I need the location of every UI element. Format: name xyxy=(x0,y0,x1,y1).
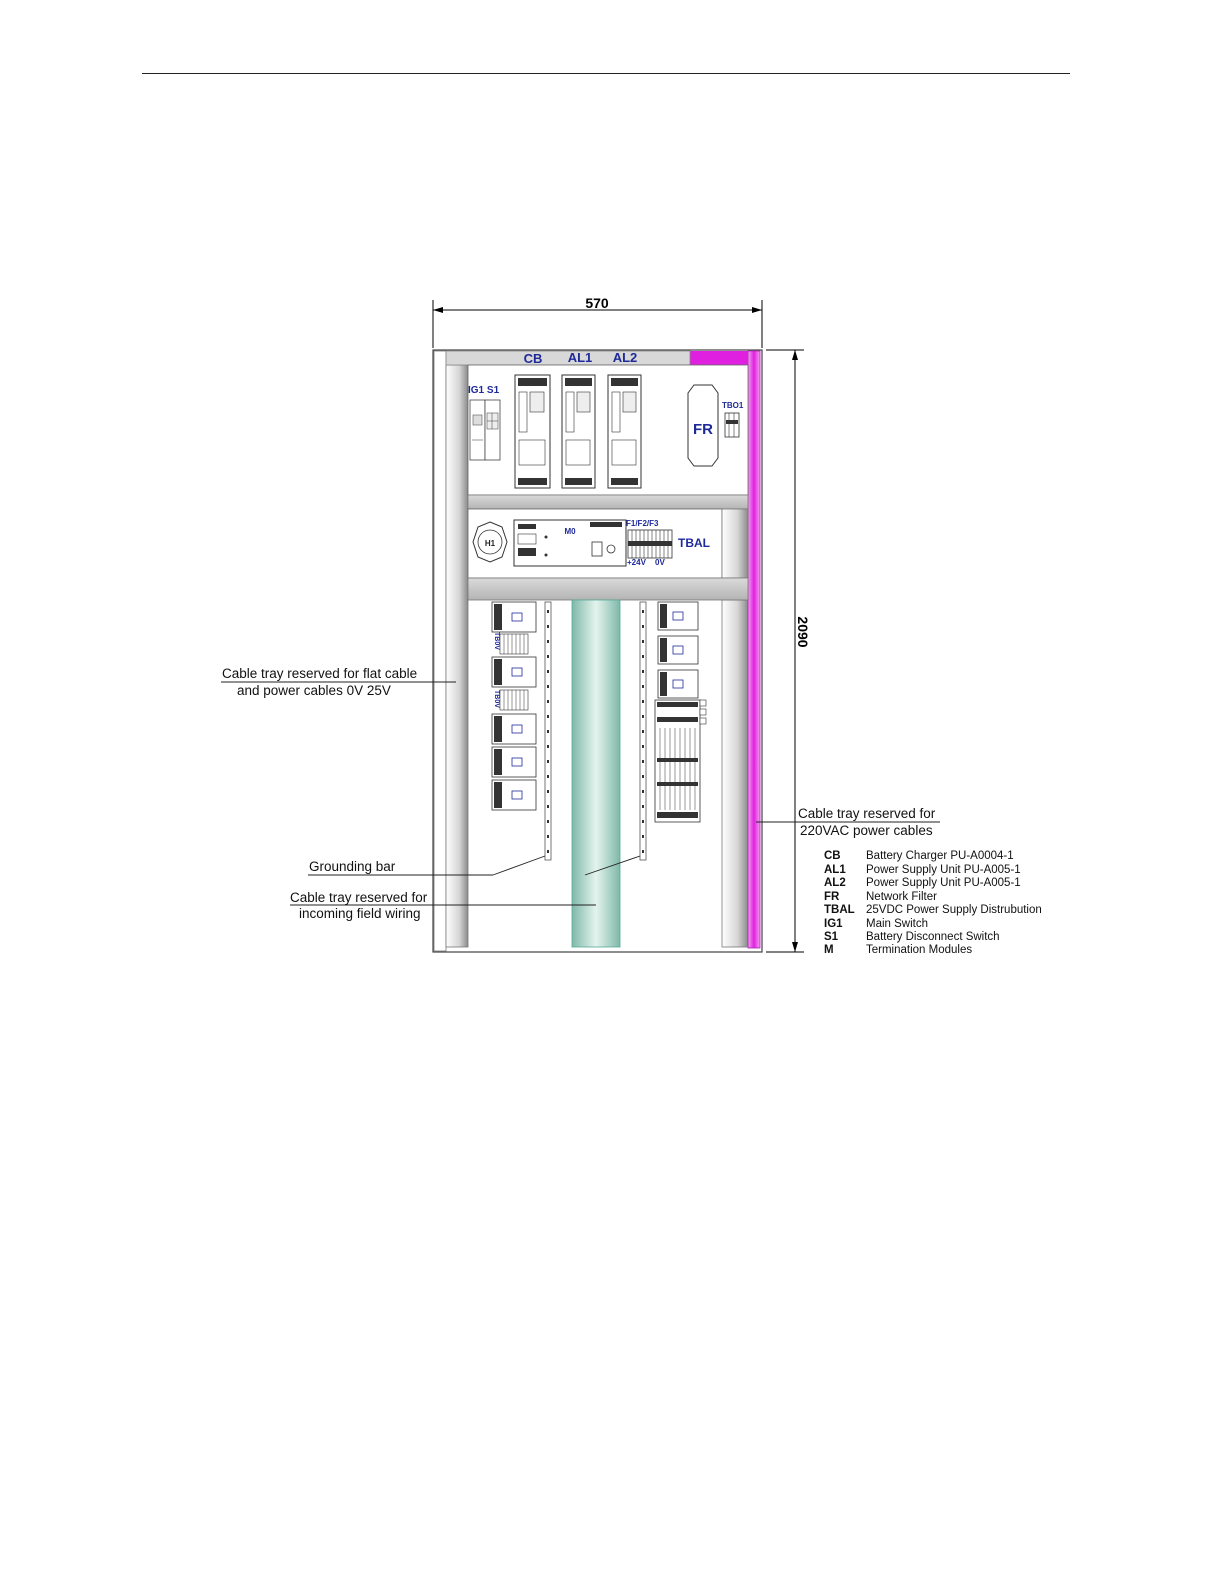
flat-cable-tray xyxy=(445,364,469,948)
terminal-block-stack-right xyxy=(654,699,707,823)
legend-code: TBAL xyxy=(824,904,855,916)
termination-module-left-1 xyxy=(491,601,537,633)
tbal-label: TBAL xyxy=(678,536,710,550)
power-supply-al1-module xyxy=(561,374,596,489)
zero-v-label: 0V xyxy=(655,558,665,567)
wireway-1 xyxy=(467,494,749,510)
m0-module: M0 xyxy=(513,519,627,567)
legend: CB Battery Charger PU-A0004-1 AL1 Power … xyxy=(824,850,1042,956)
h1-label: H1 xyxy=(485,539,496,548)
tbo1-terminal-block xyxy=(724,412,740,438)
al2-label: AL2 xyxy=(613,350,638,365)
power-cable-annotation-1: Cable tray reserved for xyxy=(798,806,936,821)
termination-module-left-4 xyxy=(491,746,537,778)
battery-switch-s1 xyxy=(484,399,501,461)
legend-desc: Termination Modules xyxy=(866,944,972,956)
grounding-bar-right xyxy=(639,601,647,861)
ig1-s1-label: IG1 S1 xyxy=(468,385,500,396)
legend-code: IG1 xyxy=(824,918,843,930)
legend-desc: Main Switch xyxy=(866,918,928,930)
battery-charger-module xyxy=(514,374,551,489)
network-filter-fr: FR xyxy=(687,384,719,467)
field-wiring-tray xyxy=(571,599,621,948)
termination-module-right-2 xyxy=(657,635,699,665)
power-supply-al2-module xyxy=(607,374,642,489)
legend-code: FR xyxy=(824,891,840,903)
main-switch-ig1 xyxy=(469,399,486,461)
height-label: 2090 xyxy=(795,616,811,647)
termination-module-left-2 xyxy=(491,656,537,688)
fuse-terminal-strip xyxy=(627,529,673,559)
termination-module-left-3 xyxy=(491,713,537,745)
fuses-label: F1/F2/F3 xyxy=(626,519,659,528)
grounding-leader-left xyxy=(492,855,546,876)
legend-desc: Battery Charger PU-A0004-1 xyxy=(866,850,1014,862)
power-cable-tray xyxy=(747,350,761,949)
page-top-rule xyxy=(142,73,1070,74)
plus24v-label: +24V xyxy=(627,558,647,567)
tb0v-terminal-strips xyxy=(499,633,529,711)
legend-code: AL1 xyxy=(824,864,846,876)
right-inner-tray xyxy=(721,599,749,948)
power-tray-top-segment xyxy=(690,351,748,365)
tb0v-label-2: TB0V xyxy=(493,690,500,708)
tb0v-label-1: TB0V xyxy=(493,632,500,650)
grounding-bar-left xyxy=(544,601,552,861)
flat-cable-annotation-1: Cable tray reserved for flat cable xyxy=(222,666,417,681)
grounding-leader-right xyxy=(584,855,641,876)
flat-cable-annotation-2: and power cables 0V 25V xyxy=(237,683,391,698)
wireway-2 xyxy=(467,577,749,601)
field-wiring-annotation-1: Cable tray reserved for xyxy=(290,890,428,905)
termination-module-right-1 xyxy=(657,601,699,631)
h1-indicator: H1 xyxy=(472,521,508,563)
power-cable-annotation-2: 220VAC power cables xyxy=(800,823,933,838)
legend-code: CB xyxy=(824,850,841,862)
m0-label: M0 xyxy=(564,527,576,536)
legend-desc: 25VDC Power Supply Distrubution xyxy=(866,904,1042,916)
termination-module-right-3 xyxy=(657,669,699,699)
width-dimension: 570 xyxy=(432,295,763,348)
cb-label: CB xyxy=(524,351,543,366)
field-wiring-annotation-2: incoming field wiring xyxy=(299,906,421,921)
al1-label: AL1 xyxy=(568,350,593,365)
width-label: 570 xyxy=(585,295,609,311)
tbo1-label: TBO1 xyxy=(722,401,744,410)
left-outer-rail xyxy=(433,350,447,952)
legend-desc: Power Supply Unit PU-A005-1 xyxy=(866,864,1021,876)
fr-label: FR xyxy=(693,421,713,438)
legend-desc: Battery Disconnect Switch xyxy=(866,931,1000,943)
middle-side-tray xyxy=(721,508,749,579)
legend-code: AL2 xyxy=(824,877,846,889)
legend-desc: Power Supply Unit PU-A005-1 xyxy=(866,877,1021,889)
legend-desc: Network Filter xyxy=(866,891,937,903)
legend-code: S1 xyxy=(824,931,839,943)
grounding-bar-annotation: Grounding bar xyxy=(309,859,396,874)
height-dimension: 2090 xyxy=(766,349,811,953)
legend-code: M xyxy=(824,944,834,956)
termination-module-left-5 xyxy=(491,779,537,811)
